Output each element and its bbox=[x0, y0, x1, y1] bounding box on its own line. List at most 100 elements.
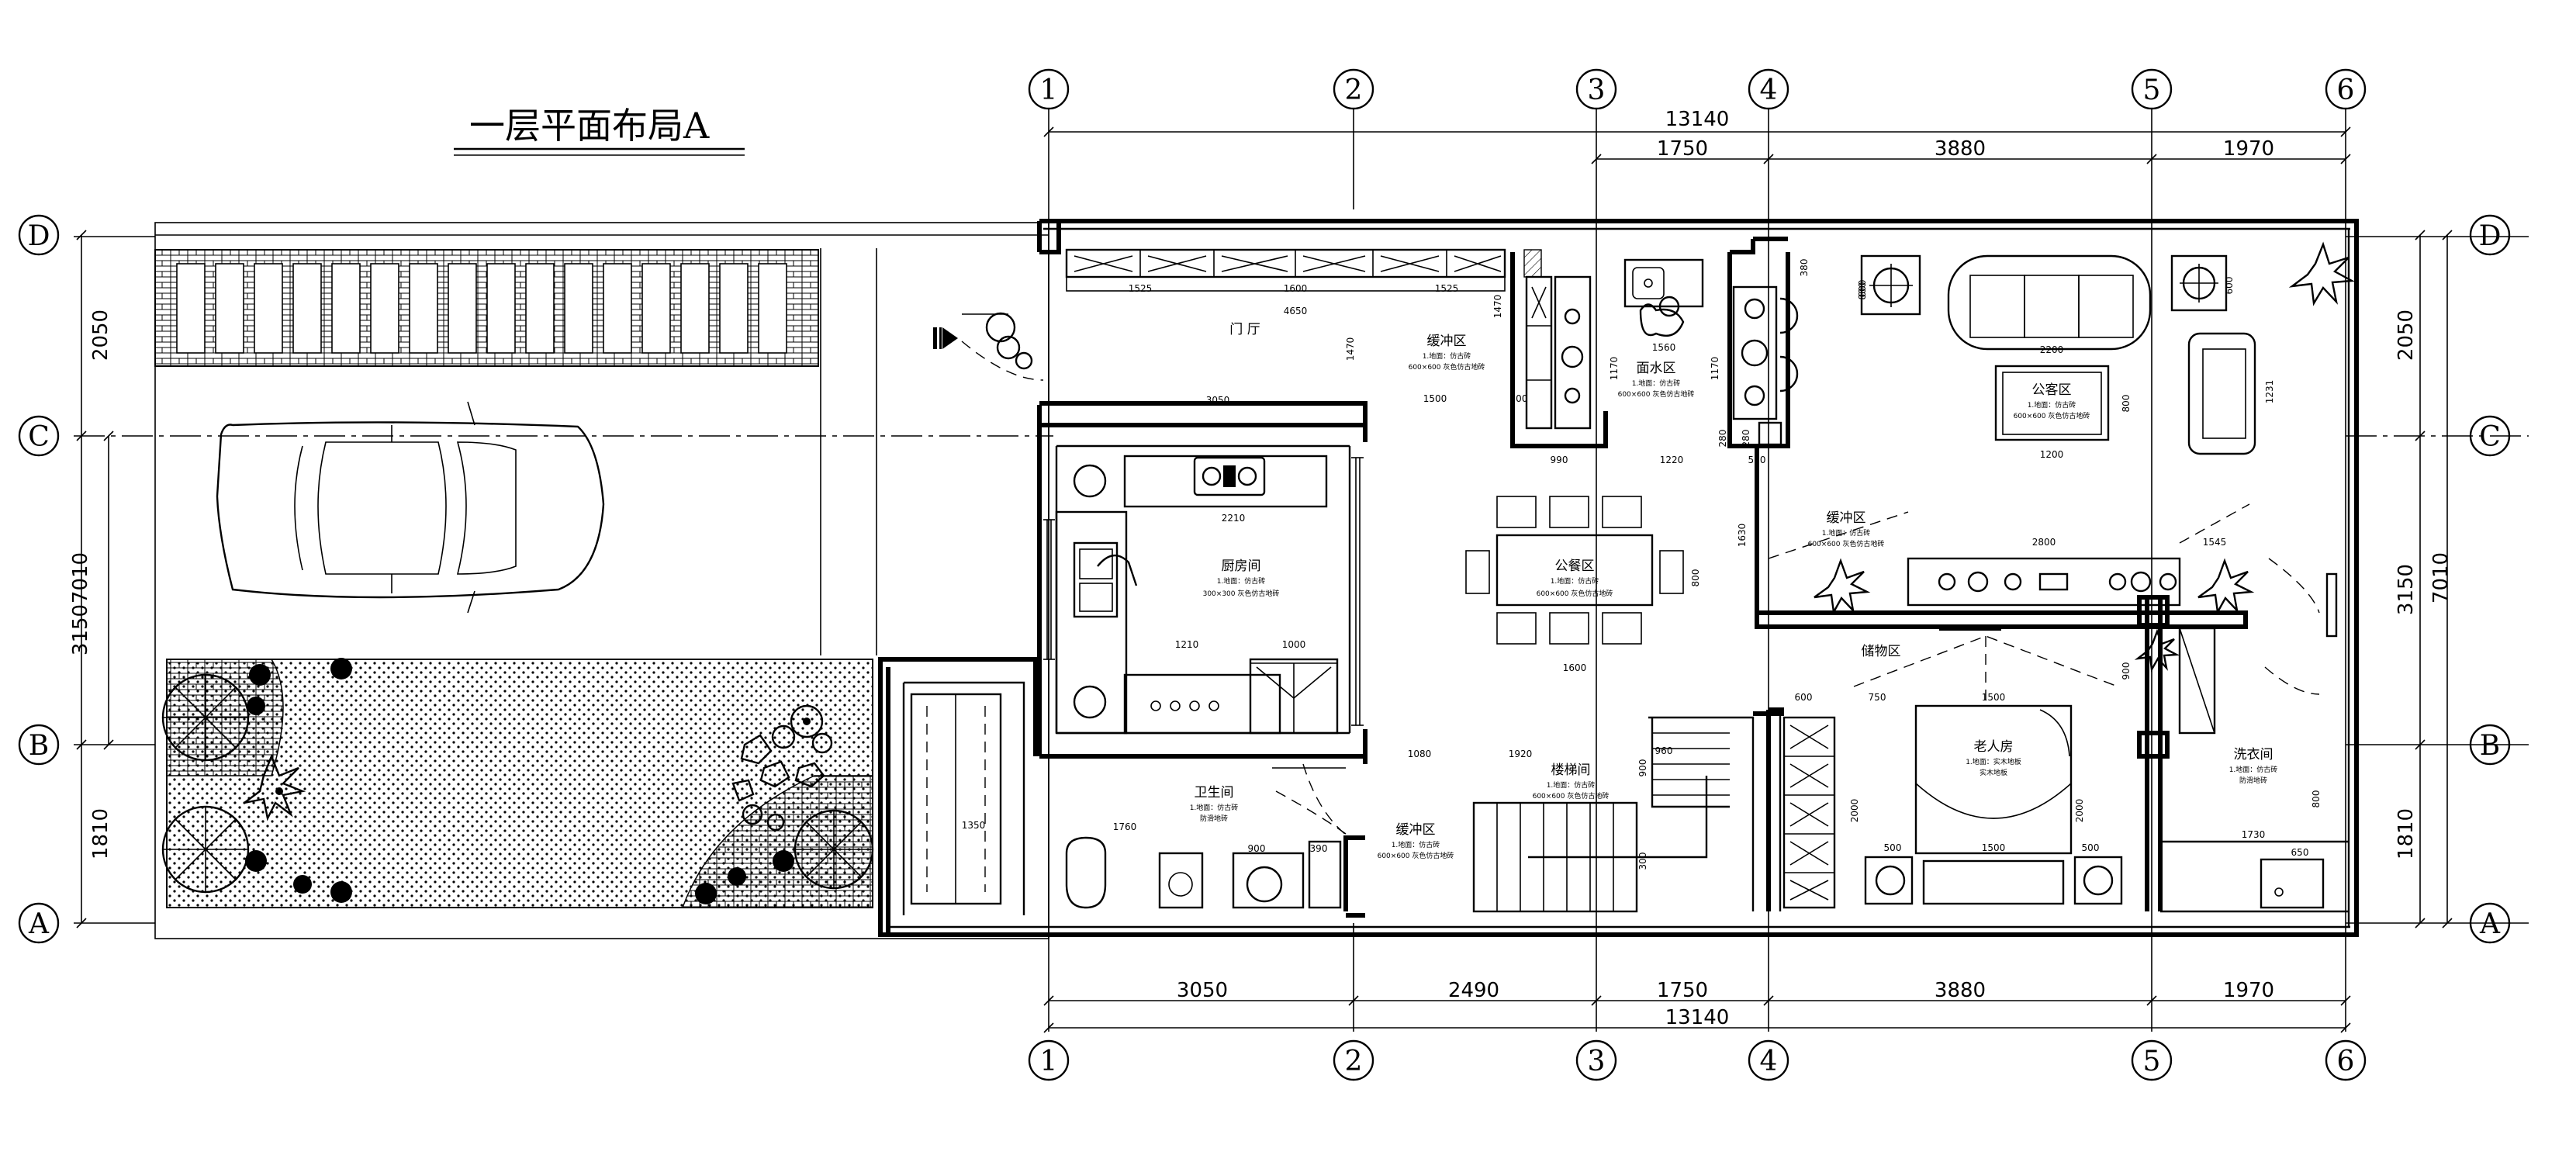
dim-top-seg-3: 1970 bbox=[2223, 137, 2274, 161]
column-axis-bubbles-bottom: 1 2 3 4 5 6 bbox=[1028, 1039, 2367, 1081]
svg-text:600: 600 bbox=[1857, 280, 1868, 298]
svg-text:600×600 灰色仿古地砖: 600×600 灰色仿古地砖 bbox=[2014, 411, 2090, 420]
svg-text:厨房间: 厨房间 bbox=[1222, 558, 1261, 574]
axis-bubble-B: B bbox=[18, 724, 60, 766]
axis-bubble-4-bottom: 4 bbox=[1748, 1039, 1789, 1081]
entry-cabinets bbox=[1065, 248, 1592, 430]
svg-text:800: 800 bbox=[1690, 569, 1701, 587]
svg-text:1470: 1470 bbox=[1492, 295, 1503, 319]
garden-bed bbox=[161, 658, 874, 908]
car-icon bbox=[216, 401, 605, 614]
dim-bottom-seg-5: 1970 bbox=[2223, 979, 2274, 1002]
svg-text:960: 960 bbox=[1655, 745, 1673, 756]
svg-text:4: 4 bbox=[1760, 1046, 1778, 1077]
svg-text:楼梯间: 楼梯间 bbox=[1551, 763, 1591, 778]
svg-text:600×600 灰色仿古地砖: 600×600 灰色仿古地砖 bbox=[1533, 791, 1610, 801]
laundry-fixtures bbox=[2178, 572, 2338, 909]
svg-text:600×600 灰色仿古地砖: 600×600 灰色仿古地砖 bbox=[1537, 589, 1613, 598]
svg-text:530: 530 bbox=[1748, 455, 1766, 465]
door-swings bbox=[1302, 558, 2320, 839]
svg-text:1350: 1350 bbox=[962, 820, 986, 831]
svg-text:2: 2 bbox=[1345, 74, 1363, 106]
dim-left-inner: 3150 bbox=[69, 604, 92, 655]
svg-text:800: 800 bbox=[2311, 790, 2322, 808]
dim-right-inner: 7010 bbox=[2429, 552, 2453, 603]
dimension-bottom: 3050 2490 1750 3880 1970 13140 bbox=[1043, 979, 2351, 1033]
svg-text:1.地面：仿古砖: 1.地面：仿古砖 bbox=[2229, 765, 2278, 774]
row-axis-bubbles-right: D C B A bbox=[2469, 214, 2511, 944]
svg-text:600×600 灰色仿古地砖: 600×600 灰色仿古地砖 bbox=[1409, 362, 1485, 372]
svg-text:100: 100 bbox=[1510, 393, 1528, 404]
svg-text:1525: 1525 bbox=[1435, 283, 1459, 294]
axis-bubble-3-bottom: 3 bbox=[1575, 1039, 1617, 1081]
svg-text:1.地面：仿古砖: 1.地面：仿古砖 bbox=[1392, 840, 1440, 849]
dim-bottom-seg-1: 3050 bbox=[1177, 979, 1228, 1002]
svg-text:1730: 1730 bbox=[2242, 829, 2266, 840]
svg-text:6: 6 bbox=[2337, 74, 2355, 106]
dim-bottom-total: 13140 bbox=[1665, 1006, 1730, 1029]
dim-top-total: 13140 bbox=[1665, 108, 1730, 131]
svg-text:1231: 1231 bbox=[2264, 380, 2275, 404]
svg-text:600×600 灰色仿古地砖: 600×600 灰色仿古地砖 bbox=[1378, 851, 1454, 860]
svg-text:B: B bbox=[29, 730, 49, 762]
svg-text:1.地面：实木地板: 1.地面：实木地板 bbox=[1966, 757, 2021, 766]
bath-fixtures bbox=[910, 693, 1347, 909]
svg-text:1220: 1220 bbox=[1660, 455, 1684, 465]
axis-bubble-D: D bbox=[18, 214, 60, 256]
svg-text:1.地面：仿古砖: 1.地面：仿古砖 bbox=[1190, 803, 1239, 812]
svg-text:C: C bbox=[28, 421, 50, 453]
svg-text:600: 600 bbox=[2224, 277, 2235, 295]
axis-bubble-5: 5 bbox=[2131, 68, 2173, 110]
svg-text:1470: 1470 bbox=[1345, 337, 1356, 361]
svg-text:1545: 1545 bbox=[2203, 537, 2227, 548]
axis-bubble-1-bottom: 1 bbox=[1028, 1039, 1070, 1081]
svg-text:1920: 1920 bbox=[1509, 749, 1533, 759]
svg-text:1.地面：仿古砖: 1.地面：仿古砖 bbox=[1632, 379, 1681, 388]
svg-text:1760: 1760 bbox=[1113, 821, 1137, 832]
svg-text:1200: 1200 bbox=[2040, 449, 2064, 460]
svg-text:防滑地砖: 防滑地砖 bbox=[2239, 776, 2267, 785]
svg-text:公餐区: 公餐区 bbox=[1555, 558, 1595, 574]
entry-planter bbox=[961, 312, 1044, 381]
svg-text:500: 500 bbox=[1884, 842, 1902, 853]
svg-text:3: 3 bbox=[1588, 1046, 1606, 1077]
svg-text:1.地面：仿古砖: 1.地面：仿古砖 bbox=[1822, 528, 1871, 538]
svg-text:C: C bbox=[2479, 421, 2501, 453]
svg-text:1500: 1500 bbox=[1982, 842, 2006, 853]
svg-text:380: 380 bbox=[1799, 259, 1810, 277]
svg-text:2800: 2800 bbox=[2032, 537, 2056, 548]
svg-text:1600: 1600 bbox=[1563, 662, 1587, 673]
svg-text:1080: 1080 bbox=[1408, 749, 1432, 759]
room-dining: 公餐区 1.地面：仿古砖 600×600 灰色仿古地砖 bbox=[1537, 558, 1613, 598]
dim-left-2: 7010 bbox=[69, 552, 92, 603]
dim-right-1: 2050 bbox=[2394, 309, 2418, 361]
dim-right-3: 1810 bbox=[2394, 808, 2418, 859]
svg-text:1500: 1500 bbox=[1423, 393, 1447, 404]
svg-text:6: 6 bbox=[2337, 1046, 2355, 1077]
svg-text:600×600 灰色仿古地砖: 600×600 灰色仿古地砖 bbox=[1808, 539, 1885, 548]
svg-text:2210: 2210 bbox=[1222, 513, 1246, 524]
svg-text:面水区: 面水区 bbox=[1637, 361, 1676, 376]
room-foyer: 门 厅 bbox=[1229, 322, 1260, 337]
svg-text:1.地面：仿古砖: 1.地面：仿古砖 bbox=[1551, 576, 1599, 586]
svg-text:900: 900 bbox=[2121, 662, 2132, 680]
svg-text:缓冲区: 缓冲区 bbox=[1827, 510, 1866, 526]
axis-bubble-C: C bbox=[18, 415, 60, 457]
room-storage: 储物区 bbox=[1862, 644, 1901, 659]
axis-bubble-3: 3 bbox=[1575, 68, 1617, 110]
dim-right-2: 3150 bbox=[2394, 564, 2418, 615]
entry-arrow-icon bbox=[933, 313, 1008, 349]
indoor-plants bbox=[1814, 241, 2356, 673]
svg-text:A: A bbox=[2479, 908, 2501, 940]
svg-text:实木地板: 实木地板 bbox=[1980, 768, 2007, 777]
svg-text:缓冲区: 缓冲区 bbox=[1427, 334, 1467, 349]
svg-text:D: D bbox=[28, 220, 50, 252]
svg-text:300: 300 bbox=[1637, 852, 1648, 870]
svg-text:650: 650 bbox=[2291, 847, 2309, 858]
dim-bottom-seg-4: 3880 bbox=[1935, 979, 1986, 1002]
